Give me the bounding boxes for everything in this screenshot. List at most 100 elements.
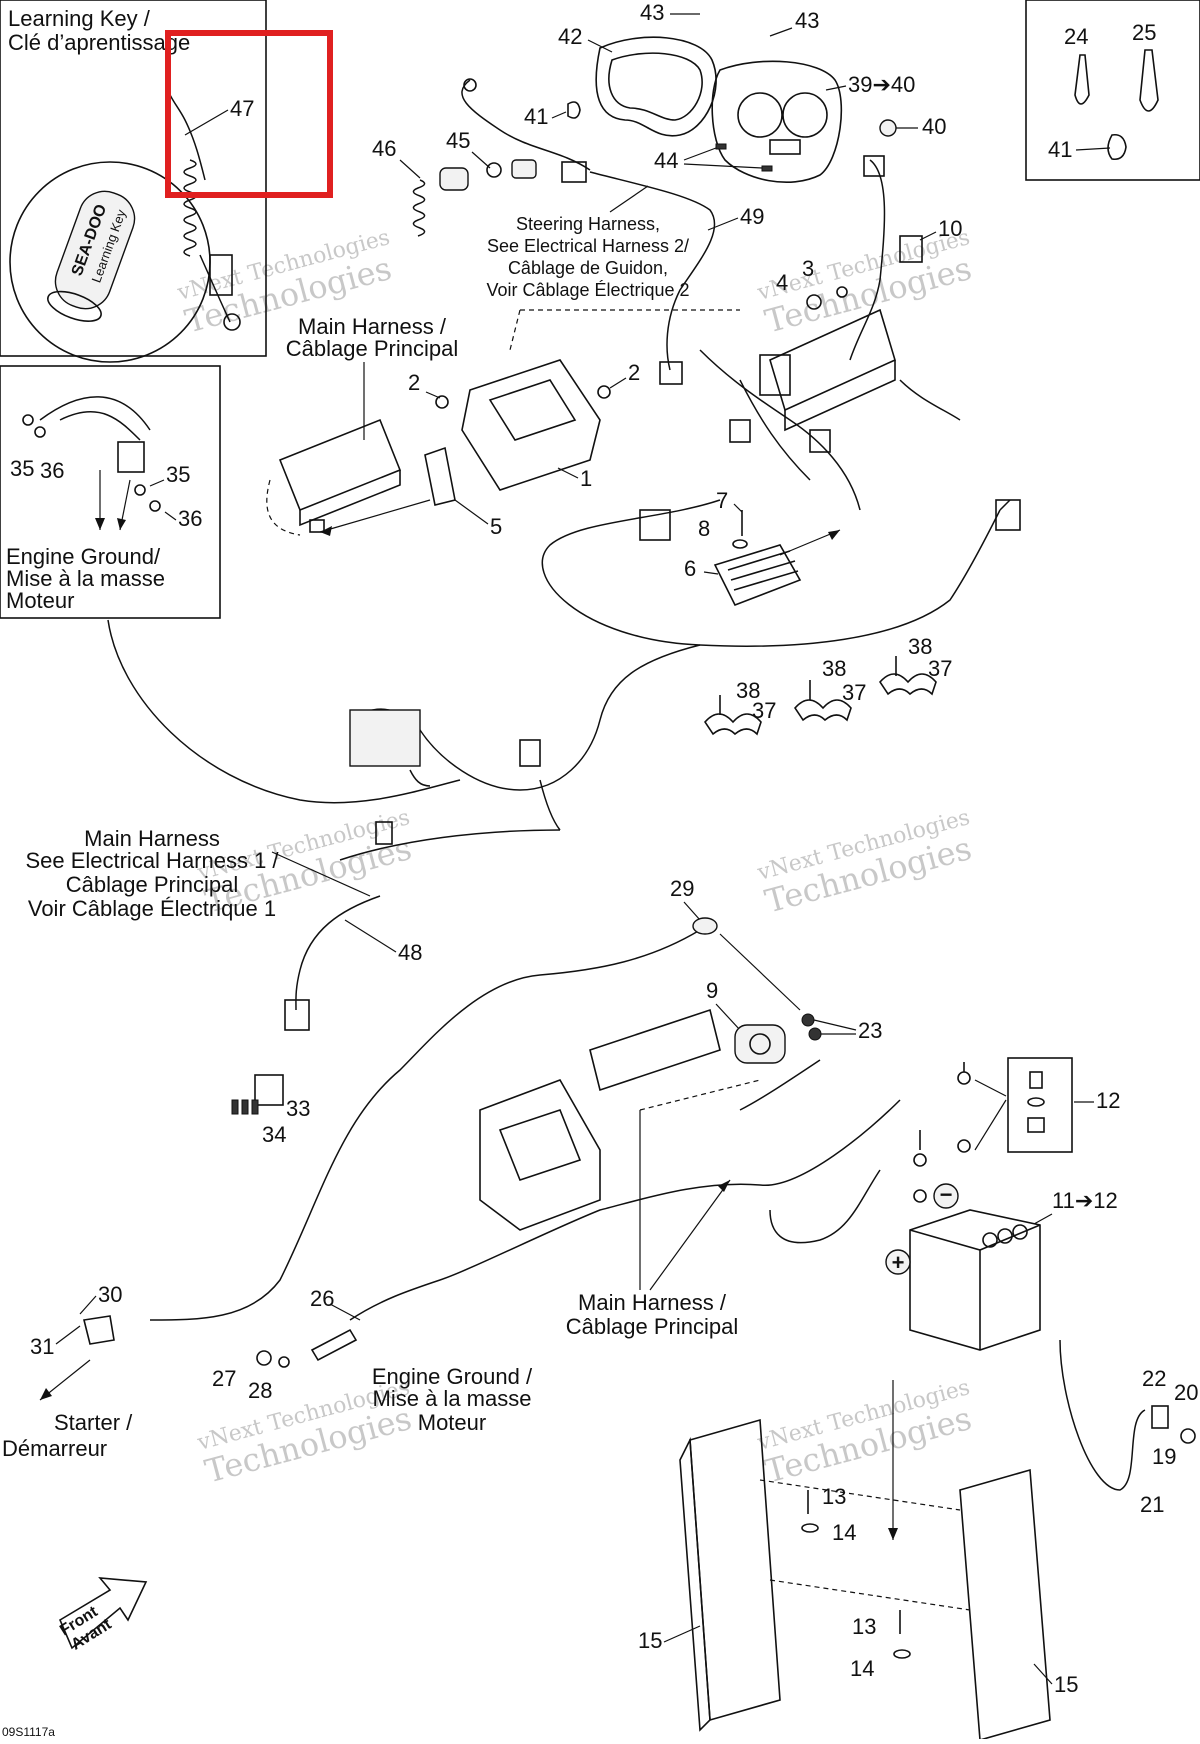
solenoid-group: 9 23 — [479, 978, 882, 1231]
voltage-regulator — [713, 544, 802, 607]
callout-36: 36 — [40, 458, 64, 483]
engine-ground-label: Mise à la masse — [6, 566, 165, 591]
clamp-37 — [878, 673, 937, 696]
regulator-group: 7 8 6 — [639, 488, 841, 607]
battery-cables: 26 27 28 Engine Ground / Mise à la masse… — [212, 1059, 901, 1435]
gauge-dial-left — [737, 92, 783, 138]
main-harness-bottom-label: Main Harness / — [578, 1290, 727, 1315]
callout-30: 30 — [98, 1282, 122, 1307]
callout-20: 20 — [1174, 1380, 1198, 1405]
callout-42: 42 — [558, 24, 582, 49]
washer-28 — [278, 1356, 290, 1368]
hardware-inset — [1007, 1057, 1073, 1153]
callout-2: 2 — [628, 360, 640, 385]
callout-2: 2 — [408, 370, 420, 395]
callout-5: 5 — [490, 514, 502, 539]
callout-22: 22 — [1142, 1366, 1166, 1391]
front-direction-arrow: Front Avant — [57, 1577, 148, 1654]
main-harness-label: Main Harness / — [298, 314, 447, 339]
callout-3: 3 — [802, 256, 814, 281]
straps-inset: 24 25 41 — [1025, 0, 1200, 181]
figure-reference-code: 09S1117a — [2, 1725, 55, 1739]
engine-ground-bottom-label: Engine Ground / — [372, 1364, 533, 1389]
fuse-box-lower — [589, 1008, 721, 1092]
callout-38: 38 — [736, 678, 760, 703]
callout-40: 40 — [922, 114, 946, 139]
dess-wire — [461, 79, 591, 171]
starter-cable-29 — [149, 929, 701, 1321]
dess-post-group: 46 45 41 — [372, 78, 591, 237]
gauge-bezel — [595, 36, 717, 137]
callout-41: 41 — [1048, 137, 1072, 162]
main-harness-mid-group: Main Harness See Electrical Harness 1 / … — [25, 826, 422, 1147]
callout-14: 14 — [850, 1656, 874, 1681]
battery-plus-symbol — [885, 1249, 911, 1275]
callout-44: 44 — [654, 148, 678, 173]
connector-48 — [284, 999, 310, 1031]
main-harness-mid-label: Voir Câblage Électrique 1 — [28, 896, 276, 921]
lanyard-cord — [165, 69, 206, 181]
callout-10: 10 — [938, 216, 962, 241]
steering-harness-label: Voir Câblage Électrique 2 — [486, 280, 689, 300]
gauge-connector — [863, 155, 885, 177]
clamp-37 — [703, 713, 762, 736]
battery-cable-main — [349, 1099, 901, 1321]
learning-key-title-fr: Clé d’aprentissage — [8, 30, 190, 55]
starter-terminal — [83, 1315, 115, 1345]
callout-14: 14 — [832, 1520, 856, 1545]
strap-25 — [1139, 49, 1159, 112]
battery-holder-group: 13 14 13 14 15 15 — [638, 1380, 1078, 1742]
callout-27: 27 — [212, 1366, 236, 1391]
lanyard-coil — [183, 159, 197, 257]
highlight-box — [165, 30, 333, 198]
relay-box-group: 3 4 10 — [699, 216, 962, 511]
learning-key-inset: Learning Key / Clé d’aprentissage SEA-DO… — [0, 0, 333, 363]
callout-49: 49 — [740, 204, 764, 229]
dess-connector — [561, 161, 587, 183]
callout-8: 8 — [698, 516, 710, 541]
callout-9: 9 — [706, 978, 718, 1003]
clip-41 — [1107, 133, 1127, 161]
lanyard-end — [199, 254, 231, 323]
callout-39-40: 39➔40 — [848, 72, 915, 97]
steering-harness-group: Steering Harness, See Electrical Harness… — [486, 155, 886, 385]
callout-24: 24 — [1064, 24, 1088, 49]
callout-36: 36 — [178, 506, 202, 531]
callout-1: 1 — [580, 466, 592, 491]
callout-43: 43 — [795, 8, 819, 33]
harness-48 — [295, 895, 381, 1011]
callout-25: 25 — [1132, 20, 1156, 45]
callout-29: 29 — [670, 876, 694, 901]
steering-harness-wire — [589, 171, 716, 371]
callout-37: 37 — [842, 680, 866, 705]
vent-tube-group: 21 22 20 19 — [1059, 1339, 1198, 1517]
starter-cable-group: 29 Starter / Démarreur 30 31 — [2, 876, 801, 1461]
plus-sign: + — [892, 1250, 905, 1275]
engine-ground-bottom-label: Mise à la masse — [373, 1386, 532, 1411]
ground-cable-end — [310, 1328, 358, 1362]
connector-33 — [254, 1074, 284, 1106]
strap-24 — [1074, 54, 1090, 105]
callout-13: 13 — [852, 1614, 876, 1639]
callout-34: 34 — [262, 1122, 286, 1147]
harness-clamps: 38 37 38 37 38 37 — [703, 634, 952, 736]
bolt-27 — [256, 1350, 272, 1366]
gauge-dial-right — [782, 92, 828, 138]
lanyard-clip — [223, 313, 241, 331]
steering-harness-label: Steering Harness, — [516, 214, 660, 234]
gauge-cluster-group: 43 43 42 39➔40 40 44 — [558, 0, 946, 183]
dess-post-45 — [439, 167, 469, 191]
callout-33: 33 — [286, 1096, 310, 1121]
battery-minus-symbol — [933, 1183, 959, 1209]
learning-key-title: Learning Key / — [8, 6, 151, 31]
engine-ground-label: Engine Ground/ — [6, 544, 161, 569]
engine-ground-bottom-label: Moteur — [418, 1410, 486, 1435]
gauge-bezel-inner — [608, 52, 703, 121]
main-harness-bottom-label: Câblage Principal — [566, 1314, 738, 1339]
electrical-plate-lower — [479, 1079, 601, 1231]
callout-38: 38 — [908, 634, 932, 659]
callout-41: 41 — [524, 104, 548, 129]
gauge-body — [711, 60, 843, 183]
